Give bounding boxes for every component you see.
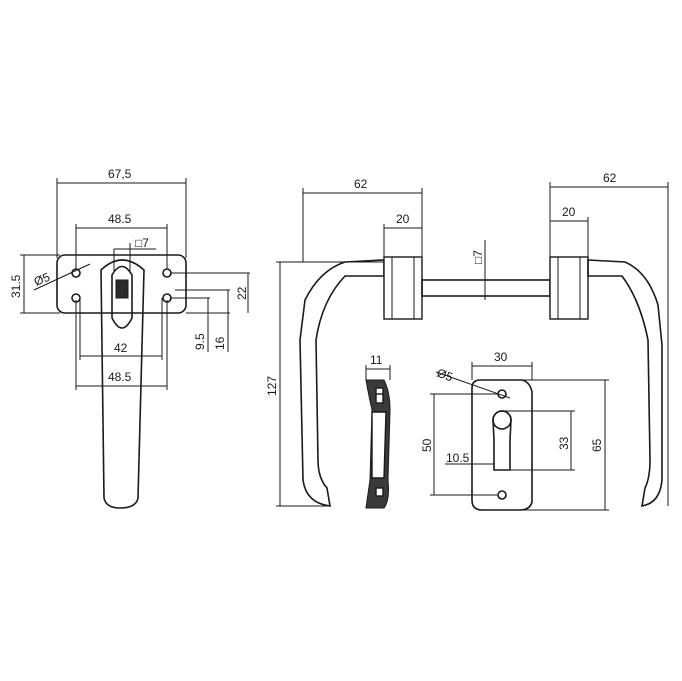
dim-left-rose: 20 [396, 212, 410, 226]
escutcheon-plate [471, 379, 533, 511]
front-handle-lever [100, 259, 145, 509]
dim-hole-diameter: Ø5 [32, 270, 52, 289]
dim-hole-spacing-bottom: 48.5 [108, 370, 132, 384]
escutcheon-hole [497, 490, 507, 500]
front-base-plate [56, 254, 187, 314]
side-spindle [421, 279, 551, 297]
front-view: 67,5 48.5 □7 Ø5 31.5 42 48.5 [9, 167, 250, 509]
dim-height: 127 [265, 376, 279, 396]
side-view: 62 20 62 20 □7 127 [265, 171, 669, 507]
dim-escutcheon-hole-diameter: Ø5 [435, 366, 455, 385]
dim-overall-width: 67,5 [108, 167, 132, 181]
dim-hole-spacing-top: 48.5 [108, 212, 132, 226]
dim-thickness: 11 [370, 353, 383, 367]
dim-square: □7 [135, 236, 149, 250]
side-right-rose [549, 256, 589, 320]
front-handle-slot [111, 265, 133, 329]
section-view: 11 [365, 353, 391, 509]
dim-left-reach: 62 [354, 177, 368, 191]
dim-offset-22: 22 [235, 286, 249, 300]
dim-offset-9-5: 9.5 [193, 333, 207, 350]
front-spindle-square [115, 279, 129, 299]
dim-cylinder-33: 33 [557, 436, 571, 450]
dim-height-65: 65 [590, 438, 604, 452]
side-right-handle [587, 259, 663, 507]
side-left-rose [383, 256, 423, 320]
escutcheon-cylinder-cutout [492, 410, 512, 471]
dim-width: 30 [494, 350, 508, 364]
escutcheon-view: 30 Ø5 50 65 33 10.5 [420, 350, 609, 511]
dim-right-reach: 62 [603, 171, 617, 185]
dim-right-rose: 20 [562, 205, 576, 219]
front-hole [162, 268, 172, 278]
dim-plate-height: 31.5 [9, 274, 23, 298]
dim-inner-spacing: 42 [114, 341, 128, 355]
dim-cylinder-width: 10.5 [446, 451, 470, 465]
side-left-handle [299, 259, 385, 507]
dim-height-50: 50 [420, 438, 434, 452]
dim-offset-16: 16 [213, 336, 227, 350]
dim-spindle-square: □7 [471, 250, 485, 264]
